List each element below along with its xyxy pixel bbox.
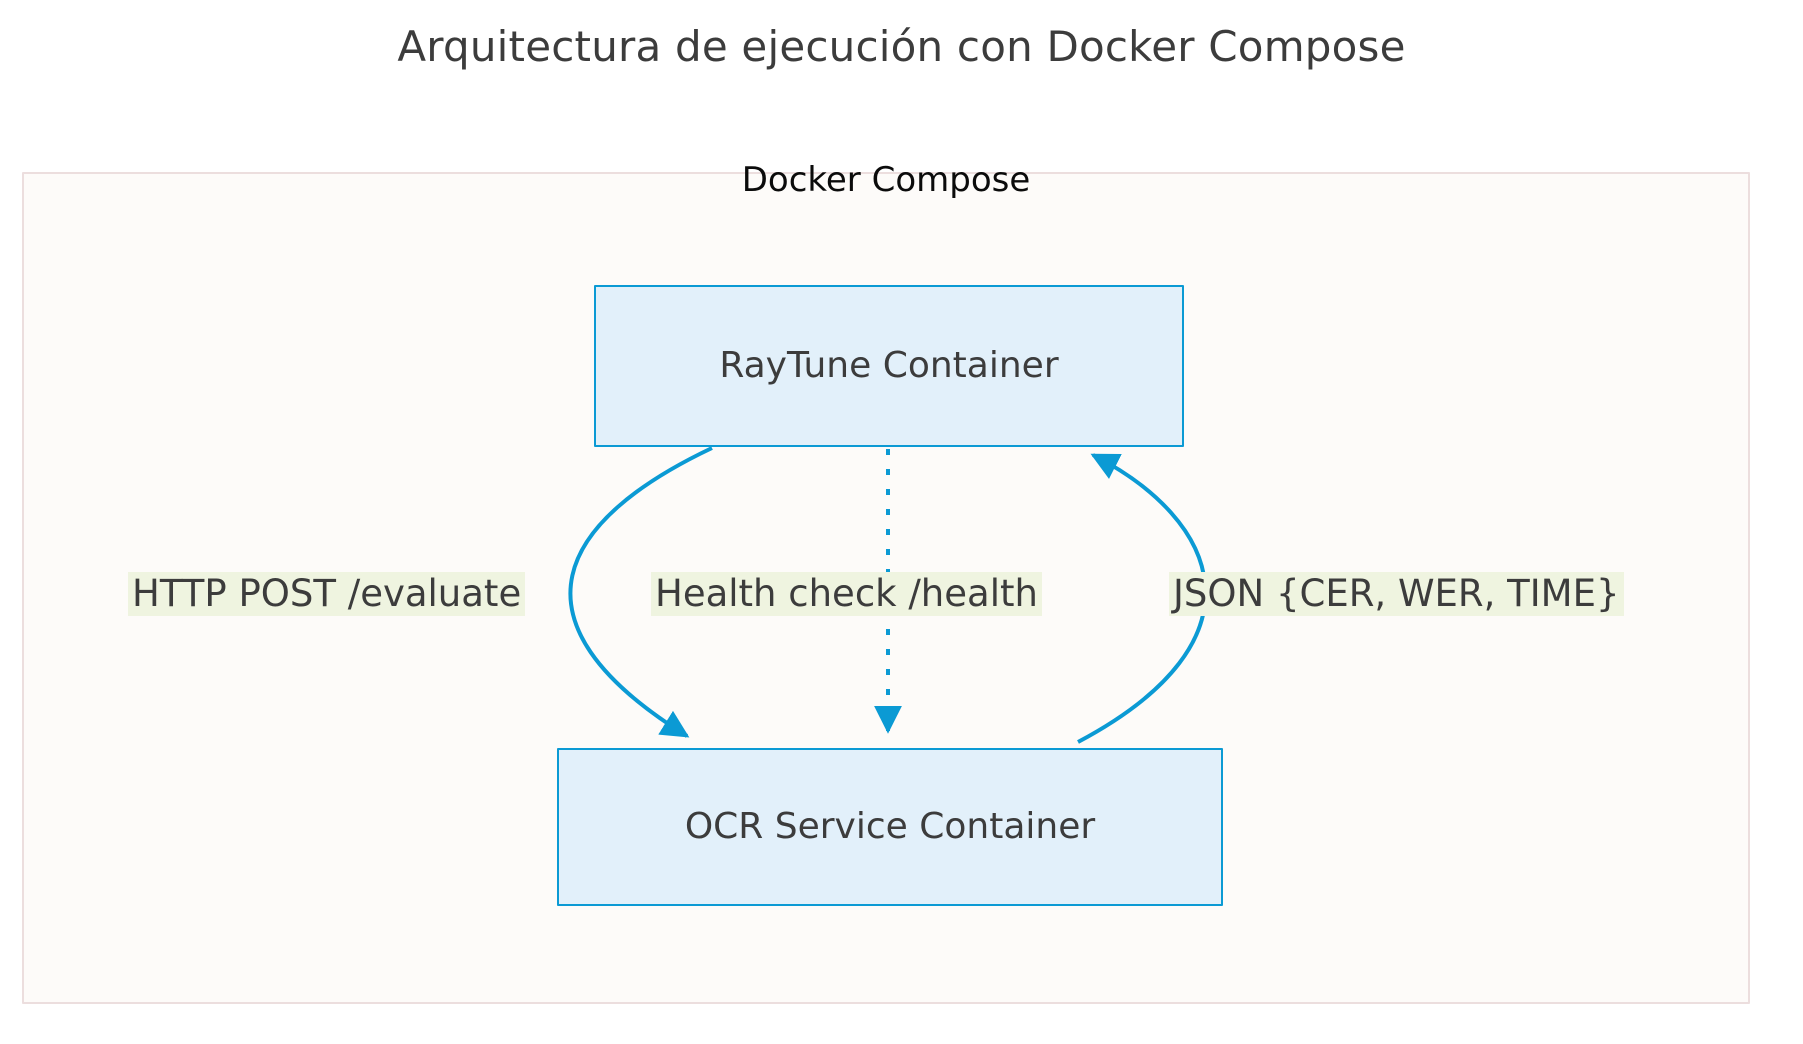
docker-compose-cluster-label: Docker Compose (741, 160, 1031, 200)
node-raytune-container[interactable]: RayTune Container (594, 285, 1184, 447)
node-raytune-container-label: RayTune Container (719, 345, 1059, 386)
edge-label-http-post: HTTP POST /evaluate (128, 572, 526, 616)
page-title: Arquitectura de ejecución con Docker Com… (397, 22, 1406, 71)
node-ocr-service-container[interactable]: OCR Service Container (557, 748, 1223, 906)
node-ocr-service-container-label: OCR Service Container (684, 806, 1096, 847)
edge-label-json-result: JSON {CER, WER, TIME} (1169, 572, 1624, 616)
edge-label-health-check: Health check /health (651, 572, 1042, 616)
